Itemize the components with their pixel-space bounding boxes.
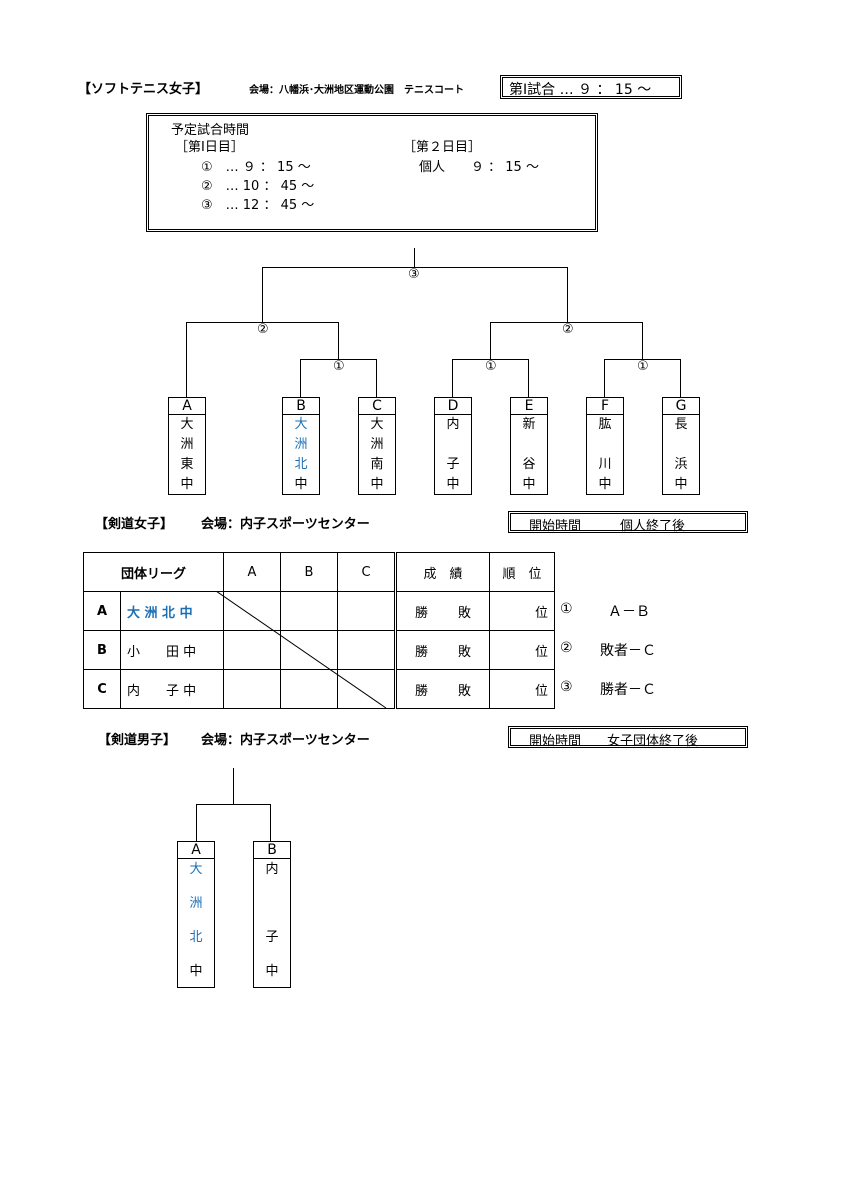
team-f-name: 肱川中: [598, 417, 612, 492]
round-first-de-label: ①: [484, 359, 498, 374]
round-final-label: ③: [407, 267, 421, 282]
kendo-team-b-id: B: [254, 842, 290, 859]
team-b-box: B 大洲北中: [282, 397, 320, 495]
kendo-women-venue: 会場：内子スポーツセンター: [201, 517, 370, 532]
first-match-box: 第Ⅰ試合 … ９ ： 15 ～: [500, 75, 682, 99]
schedule-heading: 予定試合時間: [171, 123, 250, 138]
round-semi-right-label: ②: [561, 322, 575, 337]
team-a-id: A: [169, 398, 205, 415]
league-rank-header: 順 位: [489, 552, 555, 592]
kendo-men-title: 【剣道男子】: [98, 733, 177, 748]
day1-slot-3: ③ … 12 ： 45 ～: [201, 198, 315, 213]
schedule-box: 予定試合時間 ［第Ⅰ日目］ ① … ９ ： 15 ～ ② … 10 ： 45 ～…: [146, 113, 598, 232]
day2-label: ［第２日目］: [403, 140, 482, 155]
round-first-fg-label: ①: [636, 359, 650, 374]
match-2-pair: 敗者－Ｃ: [600, 643, 656, 659]
kendo-team-b-box: B 内子中: [253, 841, 291, 988]
team-d-id: D: [435, 398, 471, 415]
day1-slot-1: ① … ９ ： 15 ～: [201, 160, 311, 175]
team-b-name: 大洲北中: [294, 417, 308, 492]
team-g-box: G 長浜中: [662, 397, 700, 495]
first-match-time: 第Ⅰ試合 … ９ ： 15 ～: [509, 82, 652, 98]
team-d-name: 内子中: [446, 417, 460, 492]
match-1-pair: Ａ－Ｂ: [608, 604, 650, 620]
team-c-name: 大洲南中: [370, 417, 384, 492]
kendo-team-a-box: A 大洲北中: [177, 841, 215, 988]
league-table: 団体リーグ A B C 成 績 順 位 A 大 洲 北 中 勝敗 位 B 小 田…: [83, 552, 555, 709]
kendo-team-a-name: 大洲北中: [189, 862, 203, 979]
team-g-id: G: [663, 398, 699, 415]
team-b-id: B: [283, 398, 319, 415]
kendo-team-b-name: 内子中: [265, 862, 279, 979]
match-3-pair: 勝者－Ｃ: [600, 682, 656, 698]
team-c-box: C 大洲南中: [358, 397, 396, 495]
team-a-box: A 大洲東中: [168, 397, 206, 495]
league-header: 団体リーグ: [83, 552, 224, 592]
day2-slot: 個人 ９ ： 15 ～: [419, 160, 539, 175]
round-semi-left-label: ②: [256, 322, 270, 337]
league-result-header: 成 績: [395, 552, 490, 592]
kendo-team-a-id: A: [178, 842, 214, 859]
league-col-a: A: [223, 552, 281, 592]
team-f-id: F: [587, 398, 623, 415]
team-d-box: D 内子中: [434, 397, 472, 495]
match-1-no: ①: [560, 601, 573, 617]
day1-label: ［第Ⅰ日目］: [175, 140, 244, 155]
team-e-box: E 新谷中: [510, 397, 548, 495]
team-c-id: C: [359, 398, 395, 415]
league-col-c: C: [337, 552, 397, 592]
kendo-men-start-box: 開始時間 女子団体終了後: [508, 726, 748, 749]
team-a-name: 大洲東中: [180, 417, 194, 492]
team-e-name: 新谷中: [522, 417, 536, 492]
kendo-women-start: 開始時間 個人終了後: [529, 519, 686, 534]
league-diagonal: [216, 591, 387, 709]
team-g-name: 長浜中: [674, 417, 688, 492]
team-f-box: F 肱川中: [586, 397, 624, 495]
league-col-b: B: [280, 552, 338, 592]
team-e-id: E: [511, 398, 547, 415]
match-3-no: ③: [560, 679, 573, 695]
kendo-men-start: 開始時間 女子団体終了後: [529, 734, 699, 749]
match-2-no: ②: [560, 640, 573, 656]
kendo-women-title: 【剣道女子】: [95, 517, 174, 532]
league-row-c: C 内 子 中 勝敗 位: [83, 669, 555, 709]
kendo-men-venue: 会場：内子スポーツセンター: [201, 733, 370, 748]
day1-slot-2: ② … 10 ： 45 ～: [201, 179, 315, 194]
kendo-women-start-box: 開始時間 個人終了後: [508, 511, 748, 534]
soft-tennis-venue: 会場：八幡浜･大洲地区運動公園 テニスコート: [249, 85, 464, 96]
league-row-b: B 小 田 中 勝敗 位: [83, 630, 555, 670]
round-first-bc-label: ①: [332, 359, 346, 374]
soft-tennis-title: 【ソフトテニス女子】: [78, 82, 209, 97]
